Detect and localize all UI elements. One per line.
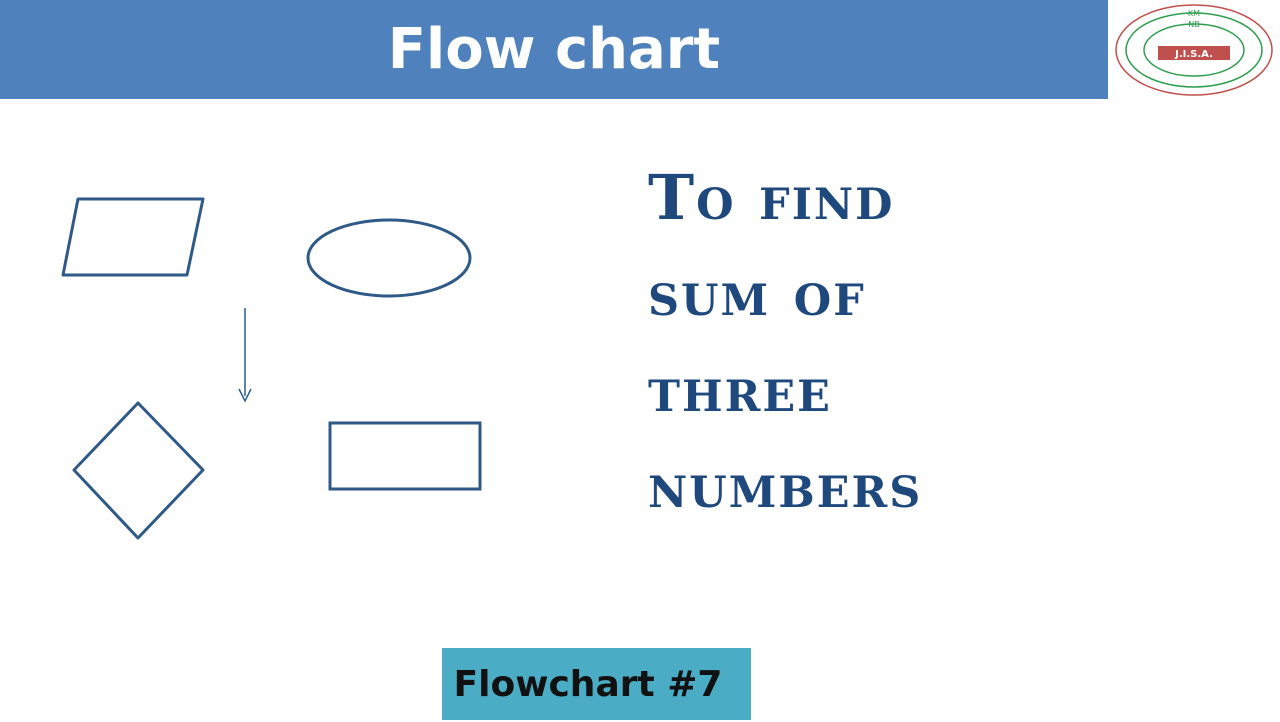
page-title: Flow chart [387, 17, 721, 82]
rectangle-shape [328, 421, 482, 491]
flowchart-number-badge: Flowchart #7 [442, 648, 751, 720]
title-bar [0, 0, 1108, 99]
logo-outer-ring [1115, 4, 1273, 96]
heading-line-1: To find [648, 161, 895, 234]
flowchart-number-label: Flowchart #7 [453, 664, 723, 705]
logo-inner-ring [1143, 23, 1245, 77]
logo-middle-text: NB [1188, 20, 1199, 29]
topic-heading: To find sum of three numbers [648, 150, 1248, 534]
heading-line-4: numbers [648, 449, 923, 522]
arrow-head [238, 388, 252, 403]
parallelogram-shape [61, 197, 205, 277]
diamond-shape [72, 401, 205, 540]
logo-middle-ring [1125, 12, 1263, 88]
logo-badge [1158, 46, 1230, 60]
flowchart-symbols [61, 197, 482, 540]
ellipse-shape [306, 218, 472, 298]
jisa-logo: KM NB J.I.S.A. [1115, 4, 1273, 96]
heading-line-3: three [648, 353, 832, 426]
logo-badge-text: J.I.S.A. [1174, 49, 1213, 60]
heading-line-2: sum of [648, 257, 866, 330]
logo-top-text: KM [1188, 9, 1200, 18]
